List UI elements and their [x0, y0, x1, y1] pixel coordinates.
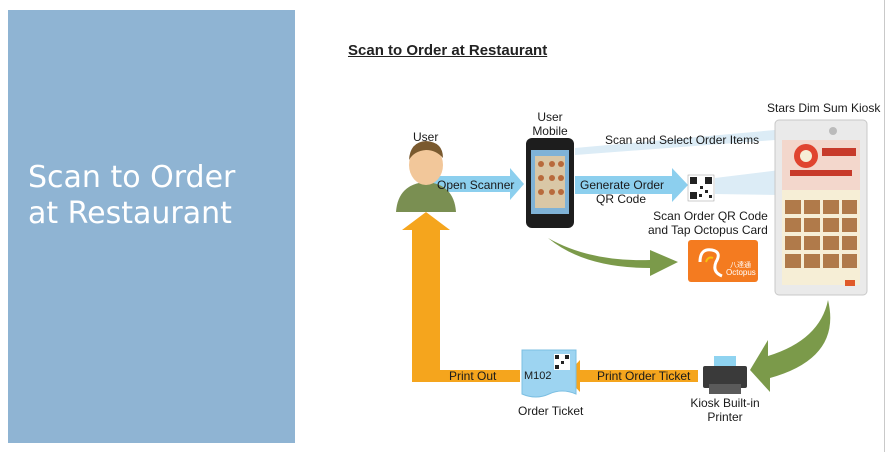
sidebar-title: Scan to Order at Restaurant — [28, 160, 288, 232]
order-ticket-icon — [521, 349, 577, 398]
octopus-card-icon — [688, 240, 758, 282]
generate-qr-label: Generate Order QR Code — [580, 178, 665, 206]
printer-label-line2: Printer — [707, 410, 743, 424]
generate-qr-arrow — [575, 168, 688, 202]
ticket-code: M102 — [524, 370, 552, 382]
scan-select-beam — [575, 130, 775, 155]
mobile-label-line1: User — [537, 110, 563, 124]
user-avatar-icon — [396, 141, 456, 212]
scan-select-label: Scan and Select Order Items — [605, 133, 760, 147]
octopus-brand: Octopus — [726, 268, 756, 277]
mobile-phone-icon — [526, 138, 574, 228]
print-ticket-label: Print Order Ticket — [597, 369, 691, 383]
kiosk-icon — [774, 119, 868, 296]
scan-tap-line2: and Tap Octopus Card — [648, 223, 768, 237]
scan-tap-line1: Scan Order QR Code — [653, 209, 768, 223]
mobile-label: User Mobile — [530, 110, 570, 138]
diagram-title: Scan to Order at Restaurant — [348, 42, 548, 59]
open-scanner-arrow — [432, 168, 524, 200]
printer-label-line1: Kiosk Built-in — [690, 396, 760, 410]
generate-qr-line2: QR Code — [595, 192, 647, 206]
qr-code-icon — [687, 174, 715, 202]
octopus-chinese: 八達通 — [730, 262, 751, 269]
phone-to-octopus-arrow — [548, 238, 678, 276]
sidebar-title-line1: Scan to Order — [28, 160, 236, 195]
user-label: User — [413, 130, 439, 144]
generate-qr-line1: Generate Order — [580, 178, 665, 192]
kiosk-label: Stars Dim Sum Kiosk — [767, 101, 881, 115]
kiosk-to-printer-arrow — [750, 300, 831, 392]
sidebar-panel — [8, 10, 295, 443]
open-scanner-label: Open Scanner — [437, 178, 515, 192]
print-out-arrow — [402, 212, 520, 382]
sidebar-title-line2: at Restaurant — [28, 196, 232, 231]
printer-icon — [703, 356, 747, 394]
printer-label: Kiosk Built-in Printer — [690, 396, 760, 424]
mobile-label-line2: Mobile — [532, 124, 568, 138]
print-order-ticket-arrow — [565, 360, 698, 392]
ticket-label: Order Ticket — [518, 404, 584, 418]
scan-qr-beam — [715, 170, 780, 195]
print-out-label: Print Out — [449, 369, 497, 383]
scan-tap-label: Scan Order QR Code and Tap Octopus Card — [648, 209, 768, 237]
